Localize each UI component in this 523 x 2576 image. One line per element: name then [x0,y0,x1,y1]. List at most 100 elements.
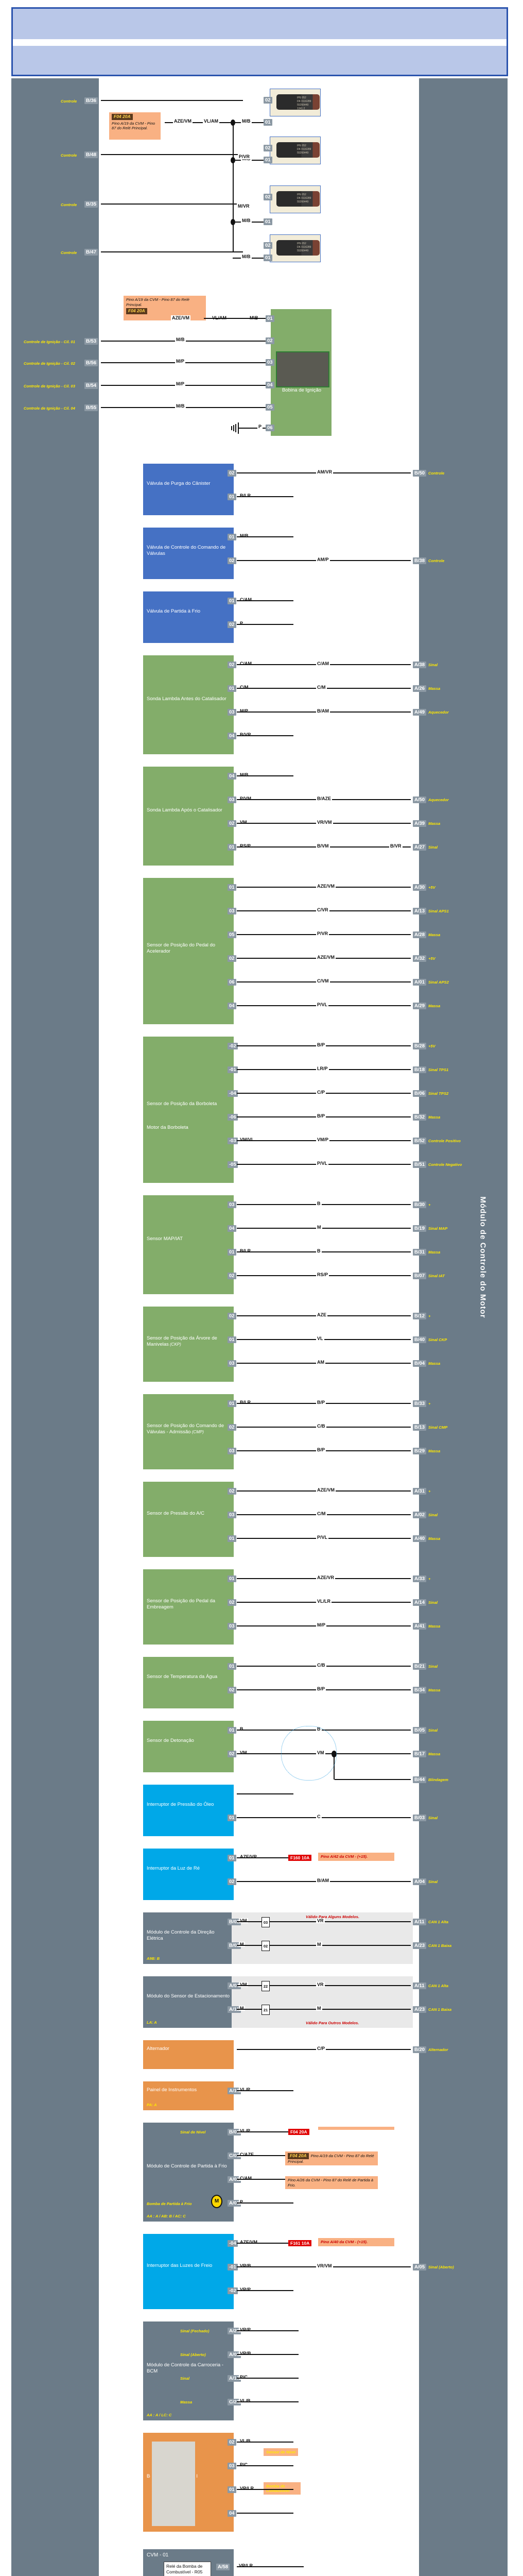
device-pin[interactable]: 01 [264,218,272,225]
cvm-pin[interactable]: A/58 [216,2564,230,2570]
device-pin[interactable]: 01 [228,1400,236,1407]
ecu-pin[interactable]: A/23 [413,1942,427,1949]
ecu-pin[interactable]: B/54 [84,382,98,389]
device-pin[interactable]: 01 [228,1663,236,1670]
device-pin[interactable]: -04 [228,1090,238,1097]
device-pin[interactable]: A/04 [228,1982,241,1989]
ecu-pin[interactable]: B/21 [413,1663,427,1670]
ecu-pin[interactable]: B/53 [84,338,98,345]
device-pin[interactable]: 02 [228,1273,236,1279]
device-pin[interactable]: 02 [228,1488,236,1495]
ecu-pin[interactable]: A/41 [413,1623,427,1630]
device-pin[interactable]: 06 [228,979,236,986]
ecu-pin[interactable]: A/14 [413,1599,427,1606]
device-pin[interactable]: -02 [228,1043,238,1049]
device-pin[interactable]: 04 [228,1003,236,1009]
device-pin[interactable]: 04 [228,733,236,739]
device-pin[interactable]: 01 [228,1855,236,1861]
ecu-pin[interactable]: B/20 [413,2046,427,2053]
device-pin[interactable]: 03 [228,1623,236,1630]
ecu-pin[interactable]: A/49 [413,709,427,716]
device-pin[interactable]: C/23 [228,2399,241,2405]
device-pin[interactable]: 04 [266,382,274,388]
device-pin[interactable]: 02 [266,337,274,344]
device-pin[interactable]: 03 [228,1201,236,1208]
ecu-pin[interactable]: B/13 [413,1424,427,1431]
device-pin[interactable]: 04 [228,1225,236,1232]
ecu-pin[interactable]: B/03 [413,1815,427,1821]
device-pin[interactable]: C/01 [228,2153,241,2159]
device-pin[interactable]: 01 [266,315,274,322]
ecu-pin[interactable]: A/02 [413,1512,427,1518]
ecu-pin[interactable]: B/44 [413,1776,427,1783]
device-pin[interactable]: -02 [228,2287,238,2294]
ecu-pin[interactable]: A/11 [413,1919,426,1925]
ecu-pin[interactable]: A/26 [413,685,427,692]
ecu-pin[interactable]: B/12 [413,1313,427,1319]
device-pin[interactable]: -01 [228,2264,238,2270]
ecu-pin[interactable]: B/07 [413,1273,427,1279]
ecu-pin[interactable]: B/51 [413,1161,427,1168]
device-pin[interactable]: 02 [228,621,236,628]
ecu-pin[interactable]: A/32 [413,955,427,962]
device-pin[interactable]: 03 [228,2463,236,2469]
ecu-pin[interactable]: B/28 [413,1043,427,1049]
device-pin[interactable]: 01 [228,1249,236,1256]
device-pin[interactable]: 03 [228,796,236,803]
ecu-pin[interactable]: B/56 [84,360,98,366]
device-pin[interactable]: B/03 [228,1942,241,1949]
ecu-pin[interactable]: A/30 [413,884,427,891]
ecu-pin[interactable]: A/39 [413,820,427,827]
device-pin[interactable]: 02 [228,1751,236,1757]
ecu-pin[interactable]: B/31 [413,1249,427,1256]
ecu-pin[interactable]: B/48 [84,151,98,158]
device-pin[interactable]: B/01 [228,2129,241,2136]
device-pin[interactable]: 01 [264,119,272,126]
ecu-pin[interactable]: A/33 [413,1575,427,1582]
device-pin[interactable]: 02 [228,1424,236,1431]
ecu-pin[interactable]: A/11 [413,1982,426,1989]
device-pin[interactable]: A/10 [228,2088,241,2094]
device-pin[interactable]: 02 [264,97,272,104]
device-pin[interactable]: 01 [228,1727,236,1734]
device-pin[interactable]: -03 [228,1138,238,1144]
ecu-pin[interactable]: B/40 [413,1336,427,1343]
device-pin[interactable]: A/02 [228,2176,241,2183]
ecu-pin[interactable]: B/30 [413,1201,427,1208]
device-pin[interactable]: -06 [228,1114,238,1121]
device-pin[interactable]: 02 [228,1313,236,1319]
device-pin[interactable]: 03 [228,1512,236,1518]
device-pin[interactable]: 02 [228,557,236,564]
device-pin[interactable]: 02 [228,662,236,668]
device-pin[interactable]: 02 [228,955,236,962]
ecu-pin[interactable]: B/52 [413,1138,427,1144]
device-pin[interactable]: 01 [228,534,236,540]
device-pin[interactable]: 04 [228,773,236,779]
ecu-pin[interactable]: A/01 [413,979,427,986]
device-pin[interactable]: 01 [228,844,236,851]
device-pin[interactable]: A/11 [228,2006,241,2013]
device-pin[interactable]: 02 [264,242,272,249]
device-pin[interactable]: -01 [228,1066,238,1073]
device-pin[interactable]: -04 [228,2240,238,2247]
ecu-pin[interactable]: B/33 [413,1400,427,1407]
ecu-pin[interactable]: B/04 [413,1360,427,1367]
device-pin[interactable]: 03 [228,1448,236,1454]
ecu-pin[interactable]: B/55 [84,404,98,411]
device-pin[interactable]: 01 [228,1336,236,1343]
ecu-pin[interactable]: B/50 [413,470,427,477]
ecu-pin[interactable]: B/05 [413,1727,427,1734]
ecu-pin[interactable]: A/13 [413,908,427,914]
device-pin[interactable]: 01 [228,494,236,500]
ecu-pin[interactable]: A/28 [413,931,427,938]
ecu-pin[interactable]: B/19 [413,1225,427,1232]
ecu-pin[interactable]: A/04 [413,1878,427,1885]
device-pin[interactable]: 04 [228,2510,236,2517]
device-pin[interactable]: 02 [228,1687,236,1693]
ecu-pin[interactable]: B/06 [413,1090,427,1097]
ecu-pin[interactable]: B/34 [413,1687,427,1693]
ecu-pin[interactable]: A/05 [413,2264,427,2270]
device-pin[interactable]: 01 [264,157,272,163]
device-pin[interactable]: A/17 [228,2375,241,2382]
ecu-pin[interactable]: A/40 [413,1535,427,1542]
